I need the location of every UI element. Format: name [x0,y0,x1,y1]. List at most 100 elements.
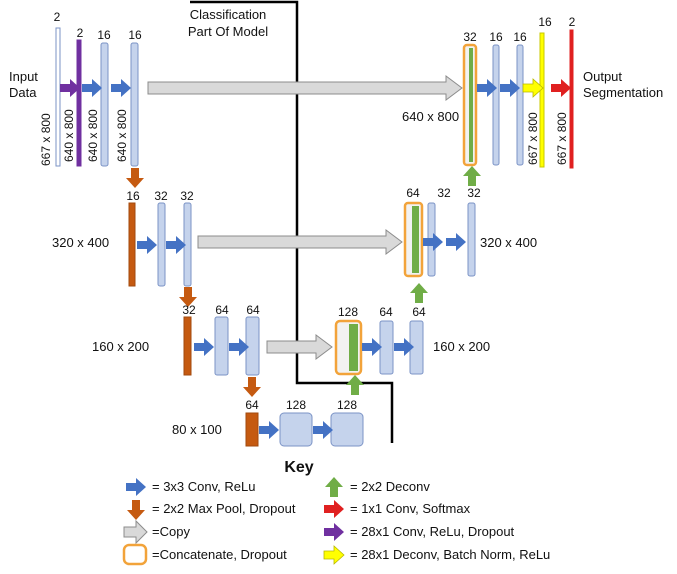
count-label: 32 [463,30,477,44]
deconv-arrow [346,375,364,395]
block-16-out2 [516,44,524,166]
channel-counts: 2 2 16 16 16 32 32 32 64 64 64 128 128 1… [54,10,576,412]
key-copy-icon [123,519,148,545]
concat-64-green [412,206,419,273]
count-label: 64 [246,303,260,317]
count-label: 32 [180,189,194,203]
dim-label: 80 x 100 [172,422,222,437]
classification-label-1: Classification [190,7,267,22]
count-label: 2 [54,10,61,24]
key-conv28-icon [324,523,344,541]
pool-block-16 [128,202,136,287]
key-label-concat: =Concatenate, Dropout [152,547,287,562]
block-16-out1 [492,44,500,166]
count-label: 128 [337,398,357,412]
dim-label: 160 x 200 [92,339,149,354]
dim-label: 640 x 800 [115,109,129,162]
dim-label: 667 x 800 [39,113,53,166]
count-label: 16 [126,189,140,203]
block-32a [157,202,166,287]
conv28-block [76,39,82,167]
count-label: 32 [467,186,481,200]
deconv-arrow [463,166,481,186]
block-128a [279,412,313,447]
key-pool-icon [127,500,145,520]
key-conv-icon [126,478,146,496]
key-legend: = 3x3 Conv, ReLu = 2x2 Max Pool, Dropout… [122,477,550,566]
conv-arrow [166,236,186,254]
input-label-2: Data [9,85,37,100]
copy-arrow-level3 [266,334,333,360]
classification-label-2: Part Of Model [188,24,268,39]
dim-label: 320 x 400 [52,235,109,250]
deconv28-block [539,32,545,168]
pool-arrow [243,377,261,397]
output-block [569,29,574,169]
key-label-softmax: = 1x1 Conv, Softmax [350,501,471,516]
conv-arrow [194,338,214,356]
key-label-copy: =Copy [152,524,190,539]
key-deconv28-icon [323,545,345,565]
count-label: 128 [338,305,358,319]
count-label: 64 [379,305,393,319]
block-64-up1 [379,320,394,375]
count-label: 64 [412,305,426,319]
pool-block-32 [183,316,192,376]
block-16a [100,42,109,167]
key-label-conv: = 3x3 Conv, ReLu [152,479,255,494]
key-softmax-icon [324,500,344,518]
conv-arrow [82,79,102,97]
conv-arrow [111,79,131,97]
count-label: 16 [128,28,142,42]
conv-arrow [362,338,382,356]
output-label-1: Output [583,69,622,84]
conv-arrow [137,236,157,254]
key-title: Key [284,459,313,476]
copy-arrows [147,75,463,360]
concat-128-green [349,324,358,371]
decoder-blocks [334,29,574,376]
count-label: 32 [182,303,196,317]
dim-label: 320 x 400 [480,235,537,250]
conv-arrow [259,421,279,439]
conv-arrow [446,233,466,251]
classification-divider [190,0,394,443]
dim-label: 640 x 800 [62,109,76,162]
block-16b [130,42,139,167]
conv-arrow [423,233,443,251]
key-label-conv28: = 28x1 Conv, ReLu, Dropout [350,524,515,539]
count-label: 16 [513,30,527,44]
copy-arrow-level2 [197,229,403,255]
dim-label: 667 x 800 [526,112,540,165]
block-32-up2 [467,202,476,277]
encoder-blocks [55,27,364,447]
count-label: 64 [406,186,420,200]
count-label: 2 [77,26,84,40]
count-label: 32 [154,189,168,203]
dim-label: 667 x 800 [555,112,569,165]
dim-label: 640 x 800 [402,109,459,124]
dim-label: 160 x 200 [433,339,490,354]
conv-arrows [82,79,520,439]
deconv-arrow [410,283,428,303]
softmax-arrow [551,79,571,97]
count-label: 128 [286,398,306,412]
block-64a [214,316,229,376]
count-label: 16 [489,30,503,44]
count-label: 64 [215,303,229,317]
rotated-dims: 667 x 800 640 x 800 640 x 800 640 x 800 … [39,109,569,166]
key-label-pool: = 2x2 Max Pool, Dropout [152,501,296,516]
input-label-1: Input [9,69,38,84]
count-label: 16 [97,28,111,42]
pool-block-64 [245,412,259,447]
conv-arrow [313,421,333,439]
pool-arrow [126,168,144,188]
block-128b [330,412,364,447]
output-label-2: Segmentation [583,85,663,100]
key-concat-icon [122,543,148,566]
key-label-deconv: = 2x2 Deconv [350,479,430,494]
count-label: 16 [538,15,552,29]
concat-32-green [469,48,473,162]
key-label-deconv28: = 28x1 Deconv, Batch Norm, ReLu [350,547,550,562]
